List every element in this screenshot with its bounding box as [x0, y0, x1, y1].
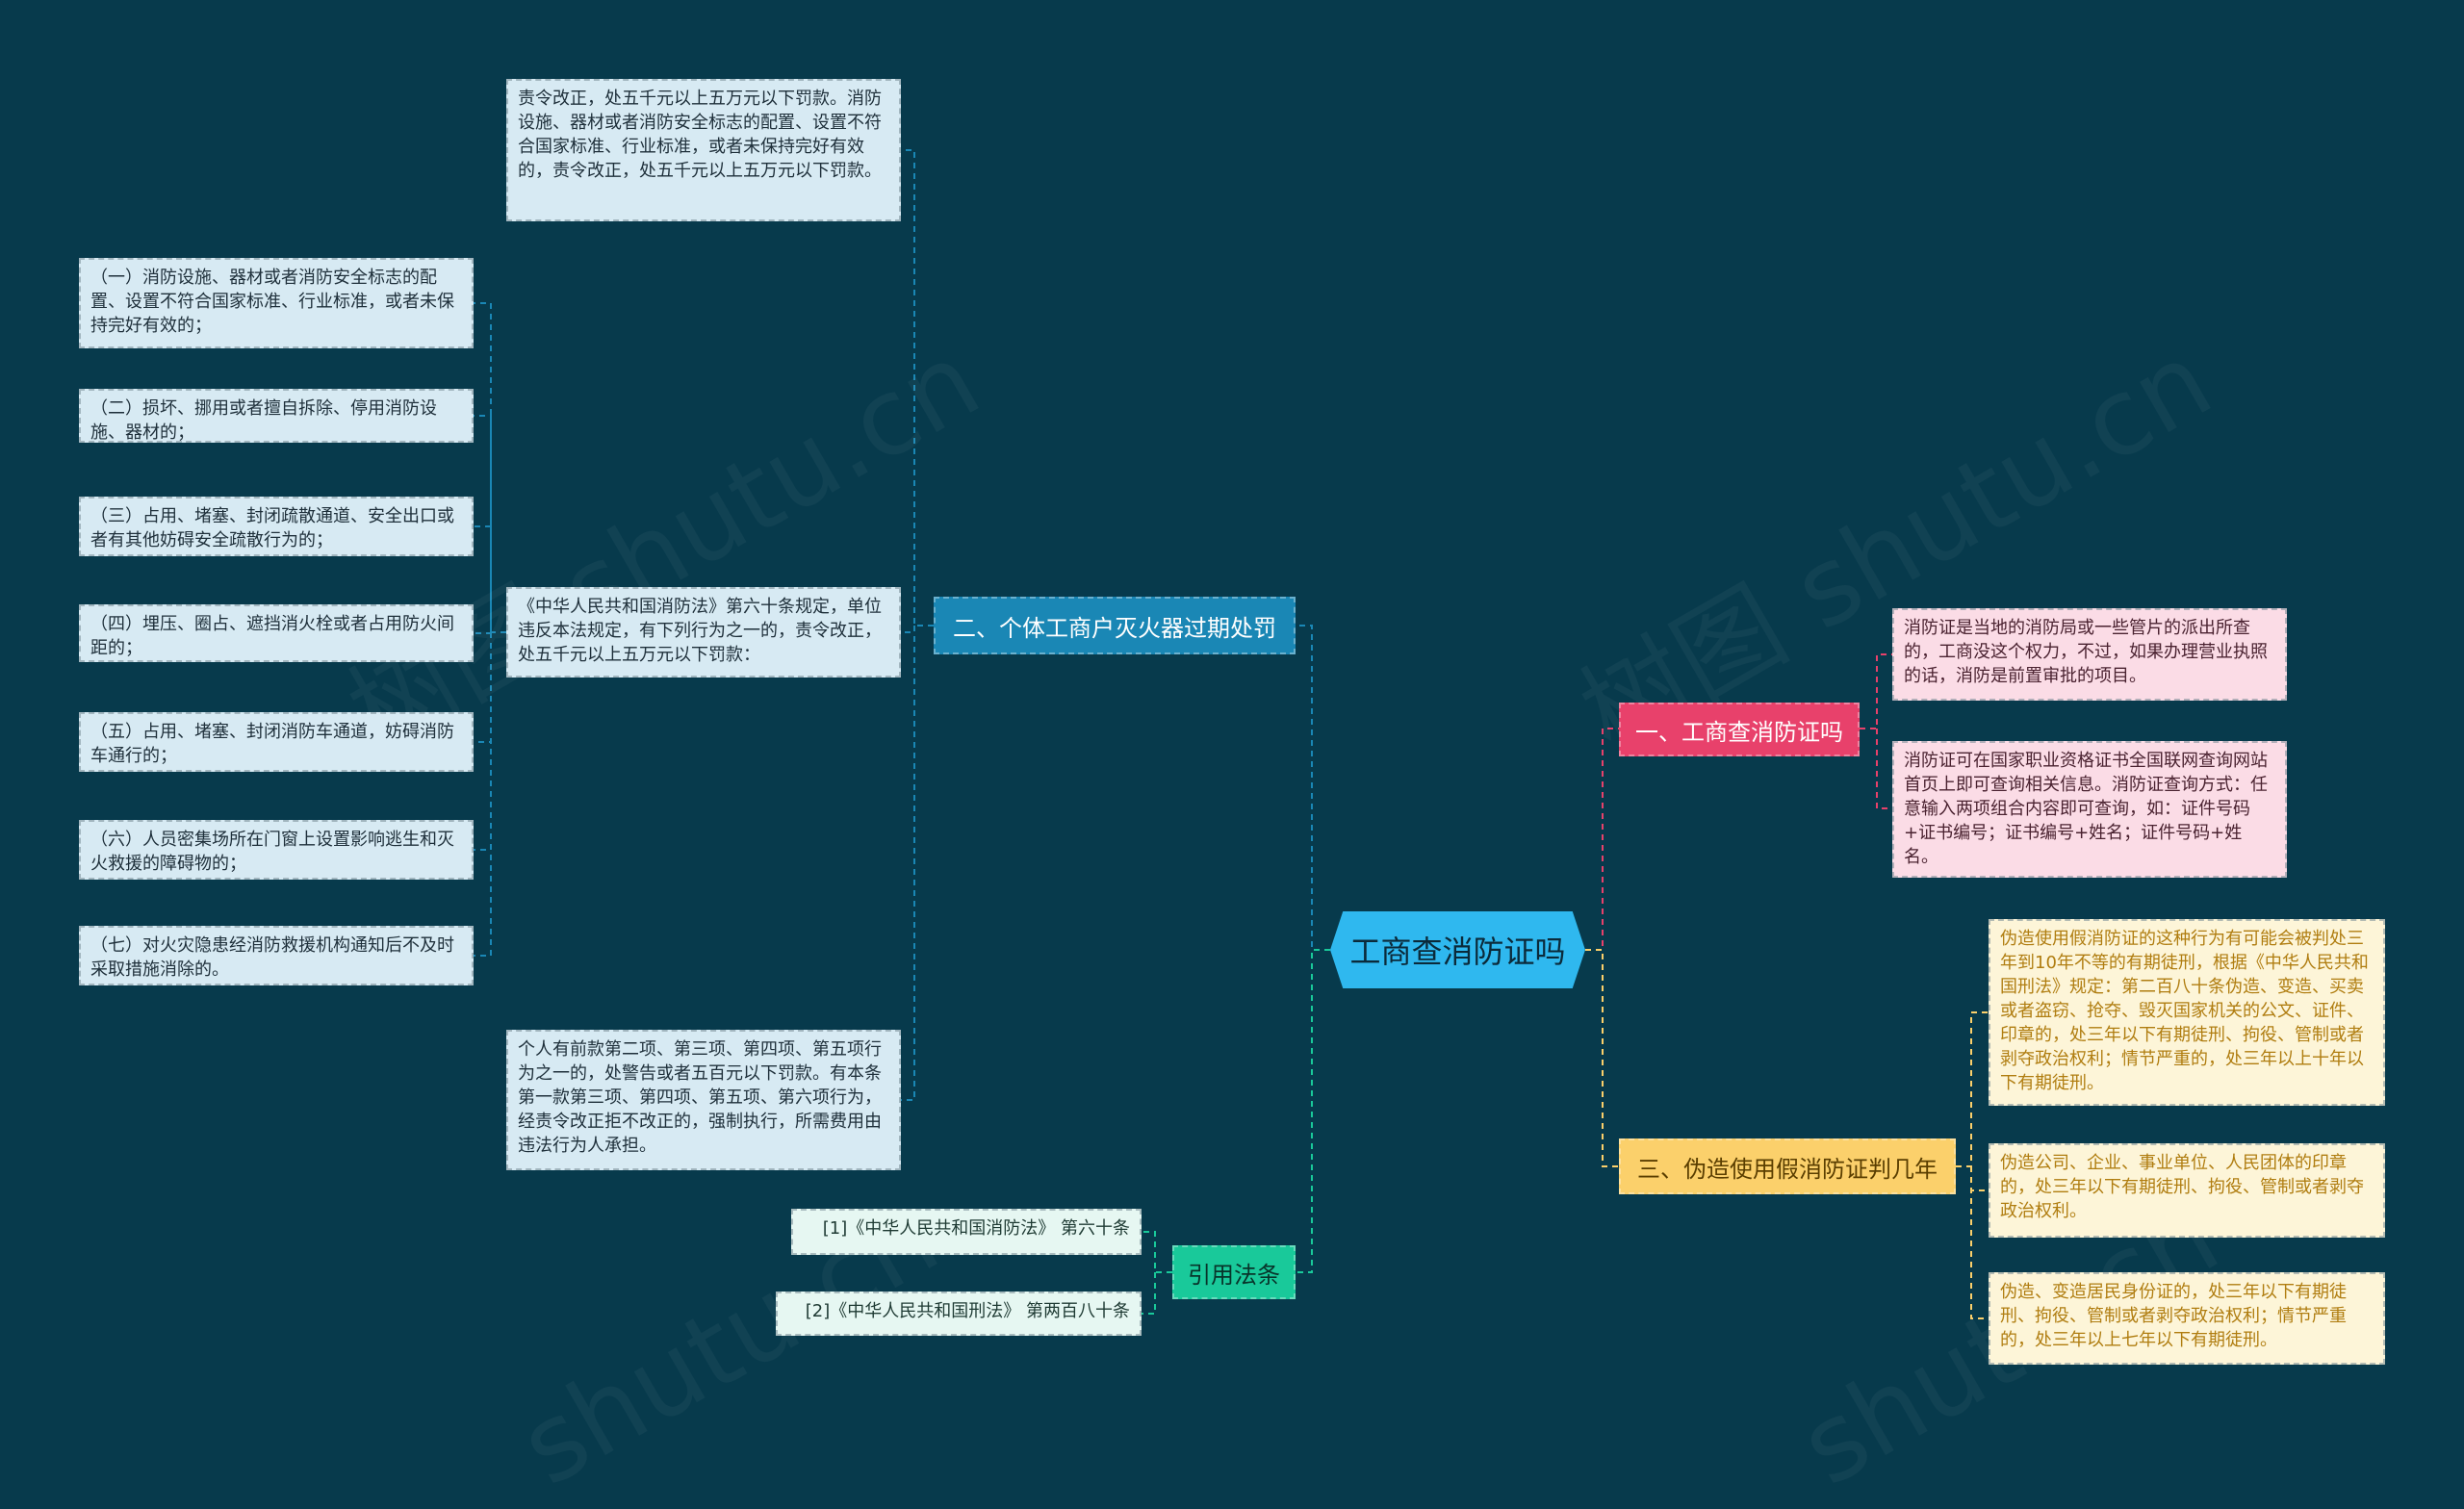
sub-item-7: （七）对火灾隐患经消防救援机构通知后不及时采取措施消除的。	[79, 926, 474, 985]
root-topic[interactable]: 工商查消防证吗	[1330, 911, 1585, 988]
leaf-b3-2: 伪造公司、企业、事业单位、人民团体的印章的，处三年以下有期徒刑、拘役、管制或者剥…	[1989, 1143, 2385, 1238]
leaf-b3-1: 伪造使用假消防证的这种行为有可能会被判处三年到10年不等的有期徒刑，根据《中华人…	[1989, 919, 2385, 1106]
link-b3-leaves	[1956, 1011, 1989, 1319]
link-root-b1	[1585, 728, 1619, 951]
sub-item-2: （二）损坏、挪用或者擅自拆除、停用消防设施、器材的；	[79, 389, 474, 443]
leaf-b1-1: 消防证是当地的消防局或一些管片的派出所查的，工商没这个权力，不过，如果办理营业执…	[1892, 608, 2287, 701]
link-b4-leaves	[1142, 1231, 1172, 1315]
citation-fire-law[interactable]: [1]《中华人民共和国消防法》 第六十条	[791, 1209, 1142, 1255]
sub-item-5: （五）占用、堵塞、封闭消防车通道，妨碍消防车通行的；	[79, 712, 474, 772]
leaf-b2-3: 个人有前款第二项、第三项、第四项、第五项行为之一的，处警告或者五百元以下罚款。有…	[506, 1030, 901, 1170]
link-root-b2	[1296, 625, 1330, 951]
leaf-b2-2: 《中华人民共和国消防法》第六十条规定，单位违反本法规定，有下列行为之一的，责令改…	[506, 587, 901, 678]
sub-item-3: （三）占用、堵塞、封闭疏散通道、安全出口或者有其他妨碍安全疏散行为的；	[79, 497, 474, 556]
sub-item-6: （六）人员密集场所在门窗上设置影响逃生和灭火救援的障碍物的；	[79, 820, 474, 880]
leaf-b3-3: 伪造、变造居民身份证的，处三年以下有期徒刑、拘役、管制或者剥夺政治权利；情节严重…	[1989, 1272, 2385, 1365]
link-b2-sublist	[474, 302, 506, 957]
citation-criminal-law[interactable]: [2]《中华人民共和国刑法》 第两百八十条	[776, 1292, 1142, 1336]
link-root-b4	[1296, 949, 1330, 1273]
branch-cited-laws[interactable]: 引用法条	[1172, 1245, 1296, 1299]
leaf-b1-2: 消防证可在国家职业资格证书全国联网查询网站首页上即可查询相关信息。消防证查询方式…	[1892, 741, 2287, 878]
branch-check-fire-certificate[interactable]: 一、工商查消防证吗	[1619, 703, 1860, 756]
leaf-b2-1: 责令改正，处五千元以上五万元以下罚款。消防设施、器材或者消防安全标志的配置、设置…	[506, 79, 901, 221]
branch-fake-certificate-sentence[interactable]: 三、伪造使用假消防证判几年	[1619, 1138, 1956, 1194]
branch-extinguisher-penalty[interactable]: 二、个体工商户灭火器过期处罚	[934, 597, 1296, 654]
link-b1-leaves	[1860, 653, 1892, 809]
connector-lines	[474, 149, 1989, 1319]
link-root-b3	[1585, 949, 1619, 1167]
sub-item-4: （四）埋压、圈占、遮挡消火栓或者占用防火间距的；	[79, 604, 474, 662]
sub-item-1: （一）消防设施、器材或者消防安全标志的配置、设置不符合国家标准、行业标准，或者未…	[79, 258, 474, 348]
link-b2-leaves	[901, 149, 934, 1101]
